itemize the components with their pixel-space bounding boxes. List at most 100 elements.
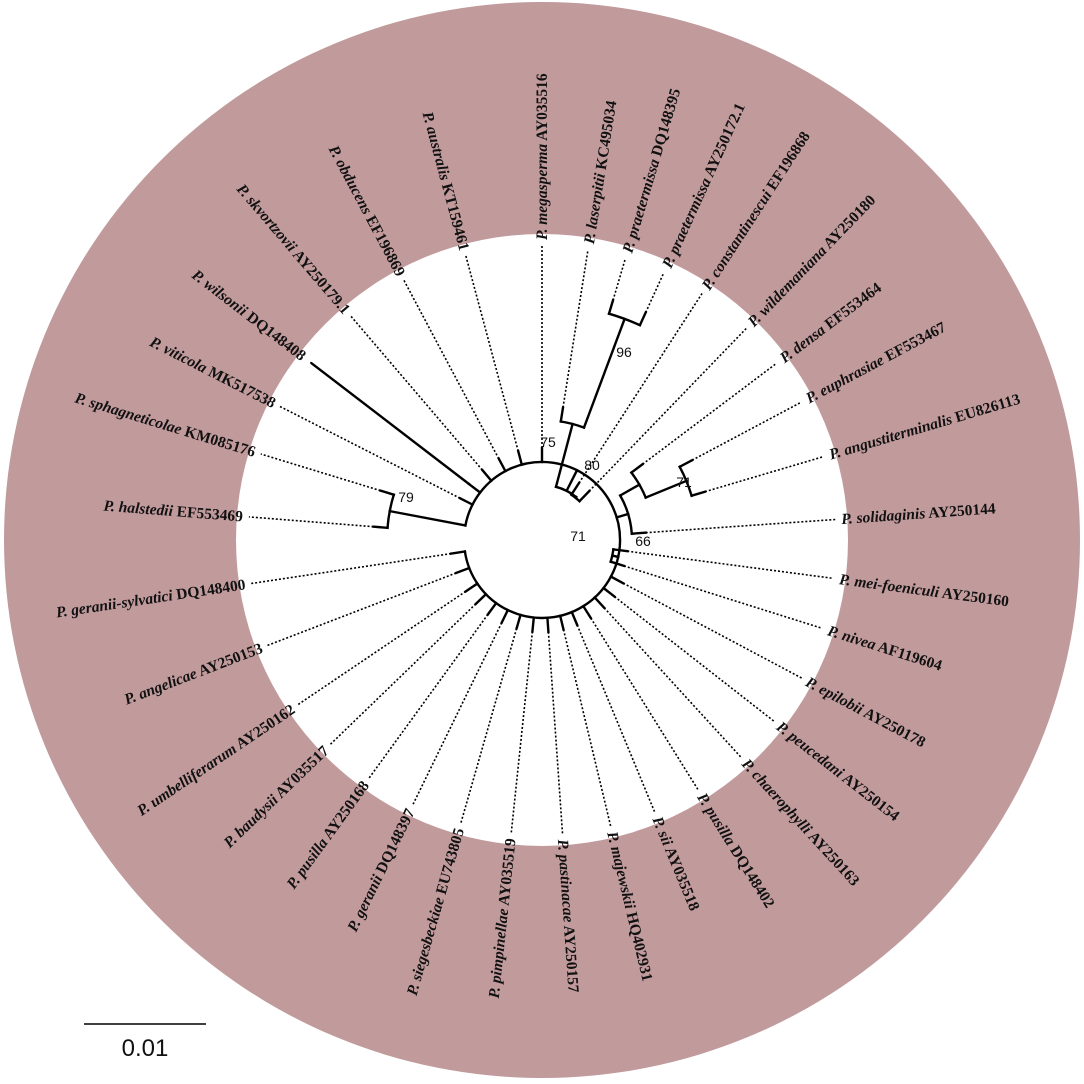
tip-branch [570,610,579,627]
taxon-genus: P. [554,839,572,855]
taxon-genus: P. [803,673,824,695]
taxon-genus: P. [485,982,503,999]
internal-branch [618,482,642,498]
tip-branch [630,531,647,535]
taxon-species: halstedii [118,498,174,519]
leaf-dotted-line [588,327,747,492]
tip-branch [678,458,694,469]
taxon-genus: P. [325,142,347,163]
leaf-dotted-line [465,255,519,452]
taxon-accession: EF553469 [172,503,244,525]
taxon-accession: AY035516 [534,73,551,144]
tip-branch-long [310,361,471,486]
tip-branch [609,574,625,585]
taxon-genus: P. [122,687,142,708]
internal-branch [564,468,579,493]
internal-branch [388,509,467,527]
leaf-dotted-line [691,401,802,461]
taxon-species: sii [654,827,676,849]
scale-bar-label: 0.01 [122,1035,169,1062]
leaf-dotted-line [644,272,665,313]
bootstrap-label: 96 [616,344,632,360]
leaf-dotted-line [510,631,534,833]
tip-branch [581,604,593,620]
taxon-genus: P. [344,913,366,934]
tip-branch [458,496,475,507]
tip-branch [629,462,645,475]
tip-branch [577,489,591,503]
taxon-label: P. solidaginis AY250144 [841,500,997,528]
leaf-dotted-line [623,565,823,630]
tip-branch [569,481,581,497]
taxon-genus: P. [419,110,439,129]
tip-branch [546,616,550,634]
scale-bar: 0.01 [84,1023,206,1062]
leaf-dotted-line [260,453,381,492]
leaf-dotted-line [329,603,477,745]
tip-branch [516,449,524,467]
taxon-genus: P. [403,978,424,997]
leaf-dotted-line [576,624,656,812]
taxon-genus: P. [55,602,73,621]
internal-branch [573,495,578,500]
leaf-dotted-line [562,249,589,408]
taxon-label: P. pastinacae AY250157 [554,839,582,994]
taxon-label: P. halstedii EF553469 [103,497,244,525]
taxon-genus: P. [581,227,600,245]
leaf-dotted-line [578,292,703,484]
tip-branch [372,525,389,530]
leaf-dotted-line [297,590,467,706]
taxon-genus: P. [838,571,855,590]
taxon-species: megasperma [534,144,551,225]
taxon-genus: P. [827,442,846,463]
taxon-accession: AY250144 [925,500,997,522]
leaf-dotted-line [603,607,742,758]
tip-branch [690,490,707,498]
internal-branch [582,317,627,430]
tip-branch [558,614,565,631]
bootstrap-label: 66 [635,533,651,549]
bootstrap-label: 71 [570,528,586,544]
taxon-genus: P. [103,497,120,515]
tip-branch [378,489,396,497]
node-arc-root [463,460,622,620]
leaf-dotted-line [614,595,775,722]
bootstrap-label: 75 [540,434,556,450]
taxon-species: pastinacae [555,852,577,923]
leaf-dotted-line [412,622,503,805]
leaf-dotted-line [627,550,834,580]
tip-branch [531,616,536,633]
leaf-dotted-line [368,613,489,779]
internal-branch [554,422,575,489]
taxon-genus: P. [534,225,551,240]
tip-branch [480,468,493,483]
taxon-label: P. megasperma AY035516 [534,73,551,240]
leaf-dotted-line [642,362,778,465]
taxon-genus: P. [841,510,857,528]
leaf-dotted-line [562,629,612,827]
taxon-genus: P. [649,814,671,835]
taxon-genus: P. [73,389,93,410]
inner-white-disk [236,234,848,846]
tip-branch [454,566,471,575]
tip-branch [559,406,565,423]
bootstrap-label: 71 [676,474,692,490]
taxon-genus: P. [619,235,640,254]
tip-branch [449,550,467,555]
tip-branch [486,601,498,617]
taxon-genus: P. [826,622,846,643]
tip-branch [638,310,648,327]
taxon-genus: P. [803,385,824,407]
leaf-dotted-line [267,572,457,647]
leaf-dotted-line [612,257,627,301]
leaf-connector-lines [248,246,836,834]
tip-branch [474,592,488,606]
taxon-genus: P. [604,830,624,849]
bootstrap-label: 79 [398,489,414,505]
tip-branch [467,482,482,495]
tip-branch [593,595,606,610]
internal-branch [644,479,688,500]
leaf-dotted-line [251,552,452,585]
